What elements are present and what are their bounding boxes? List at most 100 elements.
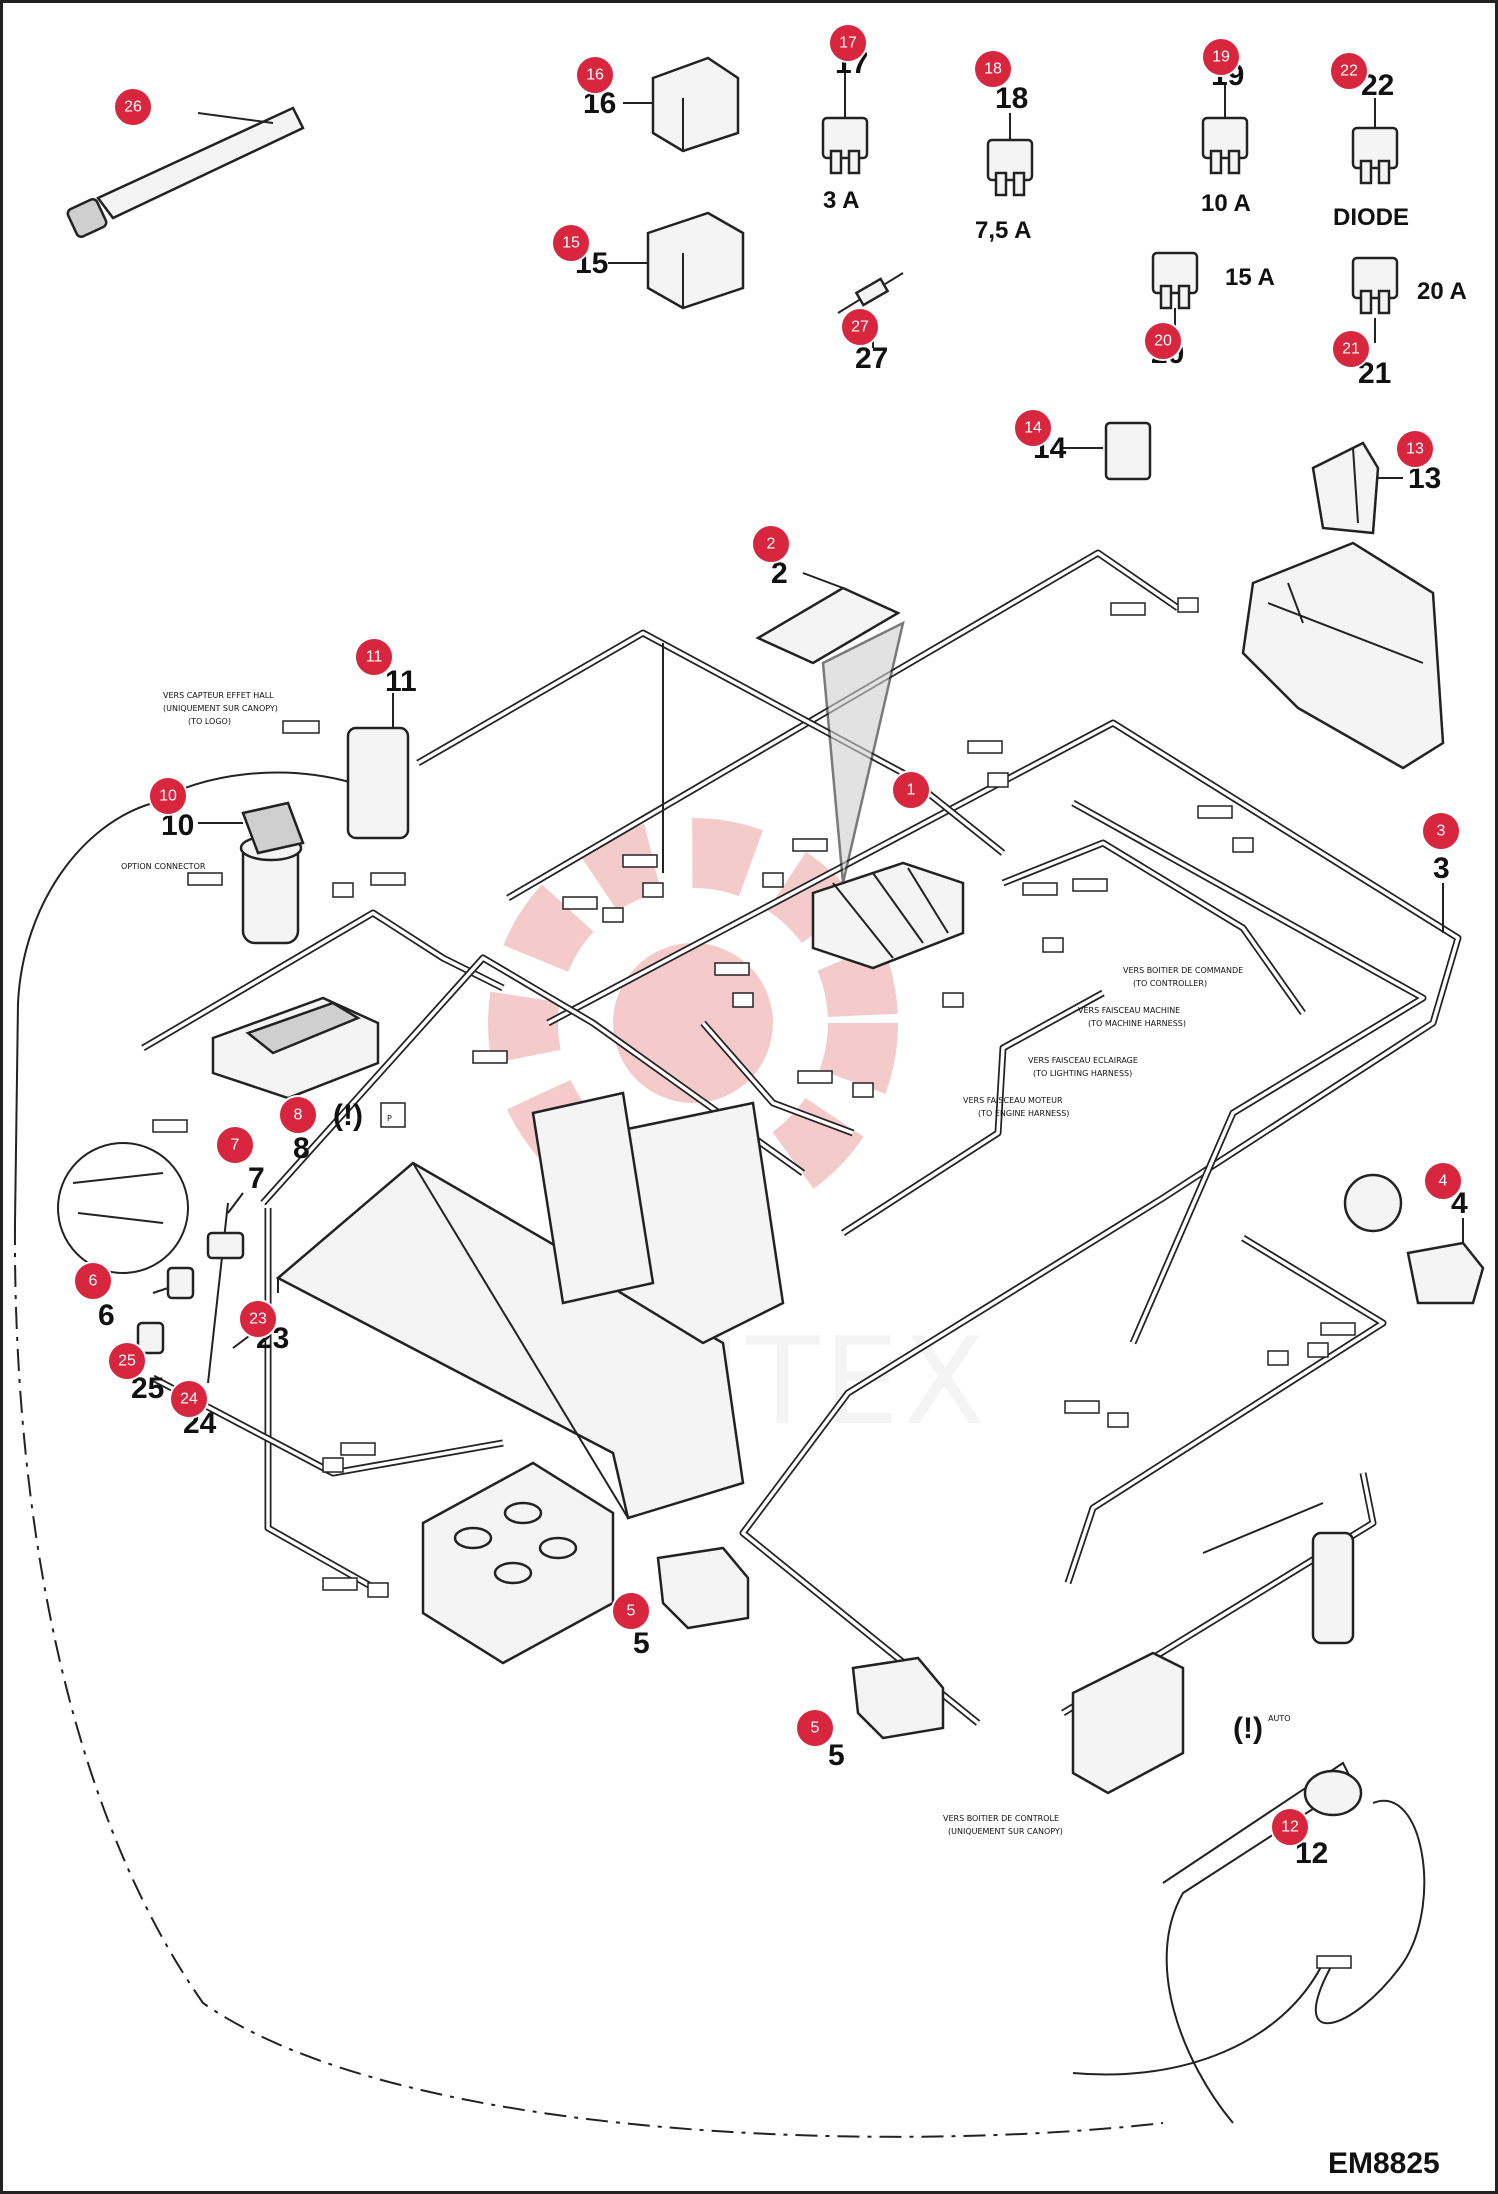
note-option-connector: OPTION CONNECTOR	[121, 862, 206, 871]
fuse-rating-22: DIODE	[1333, 204, 1409, 231]
callout: 7	[215, 1125, 255, 1165]
relay-14	[1104, 421, 1152, 481]
work-lamp	[1343, 1173, 1485, 1305]
figure-code: EM8825	[1328, 2147, 1440, 2180]
fuse-rating-18: 7,5 A	[975, 217, 1031, 244]
svg-text:1: 1	[907, 782, 916, 799]
callout: 8	[278, 1095, 318, 1135]
fuse-relay-box	[811, 620, 965, 970]
svg-text:5: 5	[811, 1720, 820, 1737]
callout: 22	[1329, 51, 1369, 91]
callout: 5	[611, 1591, 651, 1631]
fuse-rating-19: 10 A	[1201, 190, 1251, 217]
svg-text:26: 26	[124, 99, 142, 116]
part-number: 3	[1433, 852, 1450, 885]
callout: 23	[238, 1299, 278, 1339]
fuse-rating-20: 15 A	[1225, 264, 1275, 291]
hall-sensor-box	[346, 726, 410, 840]
fuse-20	[1151, 251, 1199, 310]
buzzer-upper	[656, 1546, 750, 1630]
callout: 14	[1013, 408, 1053, 448]
buzzer-lower	[851, 1656, 945, 1740]
fuse-rating-17: 3 A	[823, 187, 859, 214]
part-number: 2	[771, 557, 788, 590]
svg-text:6: 6	[89, 1273, 98, 1290]
fuse-ratings: 3 A 7,5 A 10 A 15 A 20 A DIODE	[823, 187, 1467, 305]
note-hall-sensor-en: (TO LOGO)	[188, 717, 231, 726]
note-engine-en: (TO ENGINE HARNESS)	[978, 1109, 1069, 1118]
note-control-box: VERS BOITIER DE CONTROLE	[943, 1814, 1059, 1823]
callout: 16	[575, 55, 615, 95]
svg-text:8: 8	[294, 1107, 303, 1124]
fuse-rating-21: 20 A	[1417, 278, 1467, 305]
diode-22	[1351, 126, 1399, 185]
callout: 10	[148, 776, 188, 816]
auto-brake-icon: (!)	[1233, 1712, 1263, 1745]
part-number: 8	[293, 1132, 310, 1165]
svg-text:11: 11	[366, 649, 383, 666]
fuse-17	[821, 116, 869, 175]
wiring-harness-diagram: ИНТЕХ	[13, 23, 1485, 2180]
callout: 2	[751, 524, 791, 564]
part-number: 27	[855, 342, 888, 375]
harness-notes: VERS CAPTEUR EFFET HALL (UNIQUEMENT SUR …	[121, 691, 1243, 1836]
callout: 1	[891, 770, 931, 810]
callout: 12	[1270, 1807, 1310, 1847]
callout: 4	[1423, 1161, 1463, 1201]
svg-text:27: 27	[851, 319, 869, 336]
diode-27	[837, 272, 904, 314]
part-number: 5	[828, 1739, 845, 1772]
callout: 26	[113, 87, 153, 127]
note-controller: VERS BOITIER DE COMMANDE	[1123, 966, 1243, 975]
svg-text:10: 10	[159, 788, 177, 805]
battery	[1241, 541, 1445, 770]
callout: 15	[551, 223, 591, 263]
note-engine: VERS FAISCEAU MOTEUR	[963, 1096, 1063, 1105]
callout-markers: 1 2 3 4 5 5 6 7 8 10 11 12 13 14 15 16 1…	[73, 23, 1463, 1847]
part-number: 7	[248, 1162, 265, 1195]
fuse-19	[1201, 116, 1249, 175]
svg-text:24: 24	[180, 1391, 198, 1408]
svg-text:13: 13	[1406, 441, 1424, 458]
auto-label: AUTO	[1268, 1714, 1291, 1723]
brake-unit: (!) AUTO	[1071, 1502, 1355, 1795]
handle-switch	[57, 1142, 245, 1384]
callout: 20	[1143, 321, 1183, 361]
callout: 18	[973, 49, 1013, 89]
svg-text:19: 19	[1212, 49, 1230, 66]
callout: 17	[828, 23, 868, 63]
part-number-labels: 2 3 4 5 5 6 7 8 10 11 12 13 14 15 16 17 …	[98, 47, 1468, 1870]
svg-text:P: P	[387, 1114, 392, 1123]
part-number: 11	[385, 665, 417, 698]
svg-text:22: 22	[1340, 63, 1358, 80]
controller-unit: (!) P	[211, 996, 406, 1132]
main-harness	[141, 549, 1462, 1726]
relay-15	[646, 211, 745, 310]
callout: 11	[354, 637, 394, 677]
note-machine-en: (TO MACHINE HARNESS)	[1088, 1019, 1186, 1028]
harness-connectors	[152, 597, 1356, 1969]
callout: 13	[1395, 429, 1435, 469]
callout: 3	[1421, 811, 1461, 851]
callout: 21	[1331, 329, 1371, 369]
chassis-outline	[275, 1091, 785, 1520]
note-control-box-canopy: (UNIQUEMENT SUR CANOPY)	[948, 1827, 1063, 1836]
svg-text:23: 23	[249, 1311, 267, 1328]
svg-text:25: 25	[118, 1353, 136, 1370]
fuse-21	[1351, 256, 1399, 315]
svg-text:15: 15	[562, 235, 580, 252]
part-number: 6	[98, 1299, 115, 1332]
svg-text:3: 3	[1437, 823, 1446, 840]
svg-text:7: 7	[231, 1137, 240, 1154]
note-controller-en: (TO CONTROLLER)	[1133, 979, 1207, 988]
callout: 27	[840, 307, 880, 347]
svg-text:18: 18	[984, 61, 1002, 78]
callout: 5	[795, 1708, 835, 1748]
note-lighting-en: (TO LIGHTING HARNESS)	[1033, 1069, 1132, 1078]
key-switch	[239, 801, 305, 945]
grease-tube	[66, 106, 305, 238]
svg-text:4: 4	[1439, 1173, 1448, 1190]
svg-text:2: 2	[767, 536, 776, 553]
switch-block	[421, 1461, 615, 1665]
